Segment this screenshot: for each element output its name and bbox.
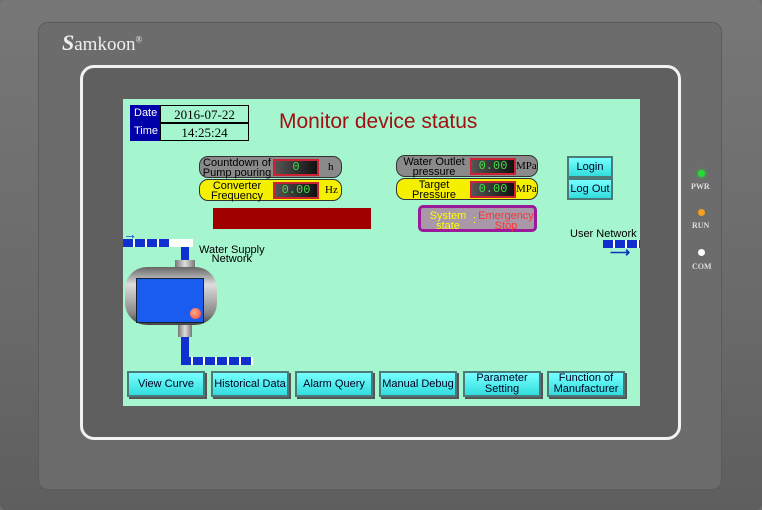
countdown-label: Countdown of [203,157,271,169]
run-led-icon [698,209,705,216]
countdown-value: 0 [273,159,319,176]
brand-logo: Samkoon® [62,30,143,55]
flow-arrow-icon: → [123,226,137,242]
countdown-label-2: Pump pouring [202,167,272,179]
manual-debug-button[interactable]: Manual Debug [379,371,457,397]
alarm-banner [213,208,371,229]
target-value: 0.00 [470,181,516,198]
date-value: 2016-07-22 [160,105,249,123]
alarm-query-button[interactable]: Alarm Query [295,371,373,397]
outlet-pipe [181,357,253,365]
countdown-unit: h [328,161,334,173]
frequency-unit: Hz [325,184,338,196]
time-label: Time [130,123,160,141]
bottom-nav: View Curve Historical Data Alarm Query M… [127,371,637,401]
com-led-icon [698,249,705,256]
target-label-2: Pressure [411,189,457,201]
inlet-pipe [123,239,171,247]
user-network-pipe [603,240,640,248]
date-label: Date [130,105,160,123]
outlet-label-2: pressure [412,166,456,178]
outlet-unit: MPa [516,160,537,172]
target-label: Target [418,179,450,191]
page-title: Monitor device status [279,110,478,133]
outlet-value: 0.00 [470,158,516,175]
inlet-pipe-down [181,247,189,261]
frequency-label-2: Frequency [211,190,263,202]
target-unit: MPa [516,183,537,195]
inlet-pipe-end [171,239,193,247]
hmi-screen: Date 2016-07-22 Time 14:25:24 Monitor de… [123,99,640,406]
outlet-pipe-down [181,337,189,359]
pwr-label: PWR [691,182,710,191]
login-button[interactable]: Login [567,156,613,178]
user-flow-arrow-icon: ⟶ [610,244,631,260]
frequency-value: 0.00 [273,182,319,199]
tank-flange-top [175,260,195,268]
com-label: COM [692,262,712,271]
outlet-label: Water Outlet [403,156,465,168]
logout-button[interactable]: Log Out [567,178,613,200]
time-value: 14:25:24 [160,123,249,141]
historical-data-button[interactable]: Historical Data [211,371,289,397]
system-state-sep: : [473,214,477,226]
tank-indicator-icon [190,308,201,319]
user-network-label: User Network [570,228,637,240]
view-curve-button[interactable]: View Curve [127,371,205,397]
run-label: RUN [692,221,710,230]
tank-flange-bottom [178,325,192,337]
frequency-label: Converter [212,180,262,192]
pwr-led-icon [698,170,705,177]
